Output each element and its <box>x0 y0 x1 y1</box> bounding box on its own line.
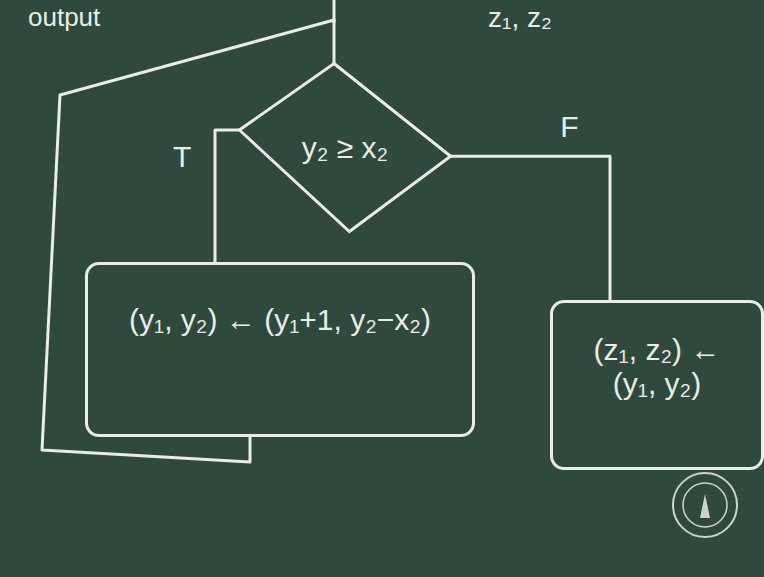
assignment-text: (z₁, z₂) ← (y₁, y₂) <box>571 333 743 401</box>
process-box: (y₁, y₂) ← (y₁+1, y₂−x₂) <box>85 262 475 437</box>
branch-label: F <box>560 110 578 144</box>
decision-diamond: y₂ ≥ x₂ <box>235 60 455 235</box>
note-label: z₁, z₂ <box>488 2 552 34</box>
process-box: (z₁, z₂) ← (y₁, y₂) <box>550 300 764 470</box>
branch-label: T <box>173 140 191 174</box>
condition-text: y₂ ≥ x₂ <box>302 131 388 165</box>
note-label: output <box>28 2 100 33</box>
flow-connector <box>215 130 239 262</box>
institute-logo <box>673 473 737 537</box>
assignment-text: (y₁, y₂) ← (y₁+1, y₂−x₂) <box>108 303 452 337</box>
